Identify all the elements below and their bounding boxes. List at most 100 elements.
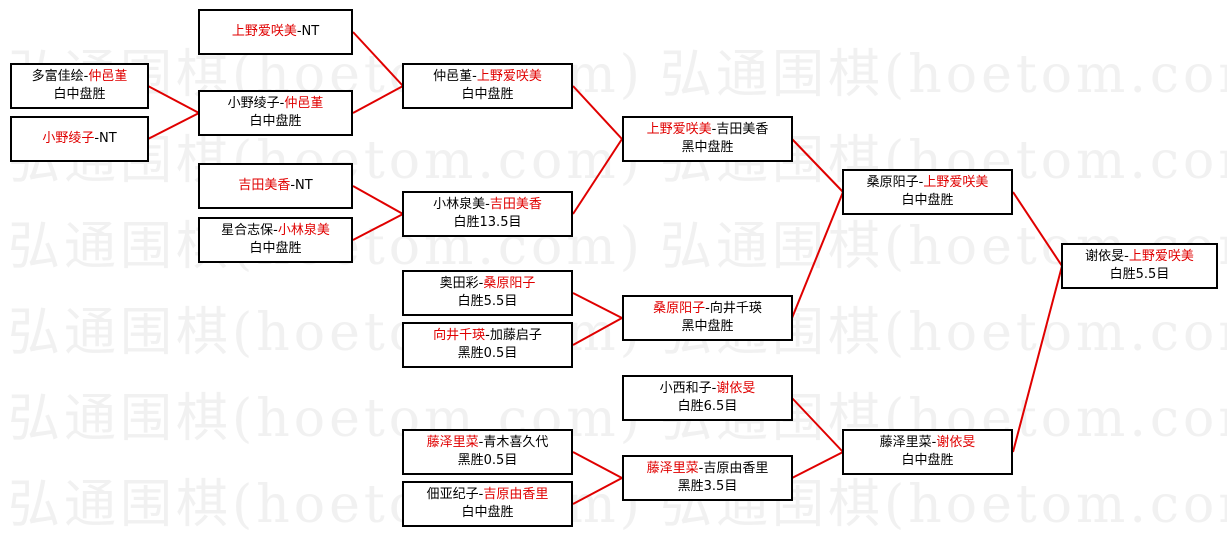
match-players: 桑原阳子-向井千瑛 — [653, 300, 762, 318]
player-name: 向井千瑛 — [709, 301, 762, 316]
bracket-line — [572, 138, 623, 215]
player-name: 青木喜久代 — [483, 435, 549, 450]
separator: - — [279, 96, 285, 111]
separator: -NT — [290, 178, 313, 193]
player-name: 加藤启子 — [489, 328, 542, 343]
bracket-line — [352, 85, 404, 114]
match-result: 白中盘胜 — [901, 193, 954, 208]
match-box: 小林泉美-吉田美香 白胜13.5目 — [402, 191, 573, 237]
separator: - — [478, 276, 484, 291]
bracket-line — [791, 138, 844, 193]
separator: - — [478, 487, 484, 502]
winner-name: 藤泽里菜 — [646, 461, 699, 476]
match-result: 白中盘胜 — [53, 87, 106, 102]
match-result: 白中盘胜 — [249, 241, 302, 256]
separator: - — [711, 122, 717, 137]
match-result: 白中盘胜 — [249, 114, 302, 129]
match-players: 谢依旻-上野爱咲美 — [1085, 248, 1194, 266]
separator: - — [478, 435, 484, 450]
match-players: 仲邑堇-上野爱咲美 — [433, 68, 542, 86]
match-result: 黑胜0.5目 — [457, 453, 518, 468]
match-players: 藤泽里菜-吉原由香里 — [647, 460, 769, 478]
match-players: 吉田美香-NT — [238, 177, 312, 195]
match-players: 多富佳绘-仲邑堇 — [32, 68, 128, 86]
match-box: 小西和子-谢依旻 白胜6.5目 — [622, 375, 793, 421]
match-players: 小野绫子-NT — [42, 130, 116, 148]
bracket-line — [352, 213, 404, 241]
bracket-line — [572, 477, 623, 505]
winner-name: 上野爱咲美 — [923, 175, 989, 190]
bracket-line — [572, 317, 623, 346]
player-name: 谢依旻 — [1085, 249, 1125, 264]
bracket-line — [572, 451, 623, 479]
player-name: 吉原由香里 — [703, 461, 769, 476]
separator: - — [485, 197, 490, 212]
winner-name: 桑原阳子 — [653, 301, 706, 316]
winner-name: 藤泽里菜 — [426, 435, 479, 450]
match-players: 奥田彩-桑原阳子 — [440, 275, 536, 293]
bracket-line — [791, 451, 844, 479]
match-players: 小西和子-谢依旻 — [660, 380, 756, 398]
player-name: 小林泉美 — [433, 197, 486, 212]
match-result: 白中盘胜 — [461, 87, 514, 102]
match-players: 藤泽里菜-青木喜久代 — [427, 434, 549, 452]
bracket-line — [352, 185, 404, 215]
match-players: 藤泽里菜-谢依旻 — [880, 434, 976, 452]
match-result: 白胜5.5目 — [457, 294, 518, 309]
winner-name: 吉田美香 — [238, 178, 291, 193]
bracket-line — [1012, 191, 1063, 267]
match-box: 吉田美香-NT — [198, 163, 353, 209]
player-name: 仲邑堇 — [433, 69, 473, 84]
match-box: 星合志保-小林泉美 白中盘胜 — [198, 217, 353, 263]
separator: - — [273, 223, 278, 238]
separator: - — [83, 69, 89, 84]
match-players: 上野爱咲美-吉田美香 — [647, 121, 769, 139]
match-players: 星合志保-小林泉美 — [221, 222, 330, 240]
winner-name: 上野爱咲美 — [476, 69, 542, 84]
match-box: 小野绫子-NT — [10, 116, 149, 162]
separator: -NT — [296, 24, 320, 39]
winner-name: 向井千瑛 — [433, 328, 486, 343]
bracket-line — [572, 85, 623, 140]
separator: - — [711, 381, 717, 396]
match-result: 白中盘胜 — [461, 505, 514, 520]
match-result: 黑中盘胜 — [681, 319, 734, 334]
winner-name: 小林泉美 — [277, 223, 330, 238]
player-name: 奥田彩 — [439, 276, 479, 291]
separator: - — [1124, 249, 1129, 264]
match-box: 藤泽里菜-吉原由香里 黑胜3.5目 — [622, 455, 793, 501]
bracket-line — [1012, 265, 1063, 453]
match-players: 向井千瑛-加藤启子 — [433, 327, 542, 345]
match-box: 桑原阳子-向井千瑛 黑中盘胜 — [622, 295, 793, 341]
winner-name: 小野绫子 — [42, 131, 95, 146]
winner-name: 上野爱咲美 — [231, 24, 297, 39]
player-name: 多富佳绘 — [31, 69, 84, 84]
separator: - — [918, 175, 924, 190]
bracket-line — [352, 31, 404, 87]
match-box: 佃亚纪子-吉原由香里 白中盘胜 — [402, 481, 573, 527]
match-result: 黑胜0.5目 — [457, 346, 518, 361]
winner-name: 桑原阳子 — [483, 276, 536, 291]
match-box: 藤泽里菜-谢依旻 白中盘胜 — [842, 429, 1013, 475]
final-match-box: 谢依旻-上野爱咲美 白胜5.5目 — [1061, 243, 1218, 289]
winner-name: 谢依旻 — [716, 381, 756, 396]
match-box: 上野爱咲美-吉田美香 黑中盘胜 — [622, 116, 793, 162]
match-box: 上野爱咲美-NT — [198, 9, 353, 55]
separator: - — [705, 301, 710, 316]
separator: - — [698, 461, 704, 476]
bracket-line — [147, 85, 200, 114]
bracket-line — [791, 191, 844, 319]
match-players: 小野绫子-仲邑堇 — [228, 95, 324, 113]
winner-name: 谢依旻 — [936, 435, 976, 450]
separator: -NT — [94, 131, 117, 146]
match-result: 白胜5.5目 — [1109, 267, 1170, 282]
match-players: 小林泉美-吉田美香 — [433, 196, 542, 214]
match-box: 多富佳绘-仲邑堇 白中盘胜 — [10, 63, 149, 109]
player-name: 小野绫子 — [227, 96, 280, 111]
match-box: 奥田彩-桑原阳子 白胜5.5目 — [402, 270, 573, 316]
winner-name: 吉田美香 — [489, 197, 542, 212]
match-box: 桑原阳子-上野爱咲美 白中盘胜 — [842, 169, 1013, 215]
match-result: 白胜6.5目 — [677, 399, 738, 414]
player-name: 星合志保 — [221, 223, 274, 238]
